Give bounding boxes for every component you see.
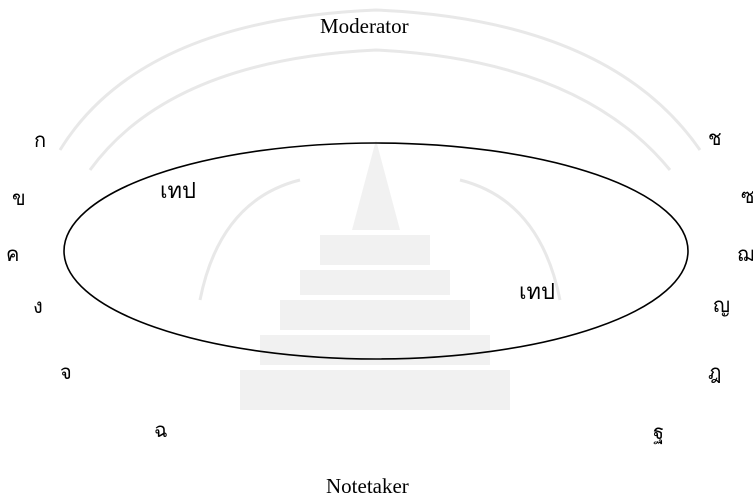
recorder-label-bottom: เทป [519, 280, 555, 305]
participant-left-4: ง [33, 294, 43, 318]
participant-left-6: ฉ [154, 418, 168, 442]
participant-left-2: ข [12, 186, 26, 210]
participant-left-3: ค [6, 242, 20, 266]
recorder-label-top: เทป [160, 179, 196, 204]
participant-left-1: ก [34, 128, 47, 152]
participant-right-1: ช [708, 126, 722, 150]
participant-left-5: จ [60, 360, 72, 384]
participant-right-2: ซ [741, 186, 753, 206]
participant-right-3: ฌ [737, 244, 753, 264]
participant-right-6: ฐ [653, 420, 665, 444]
moderator-label: Moderator [320, 14, 409, 38]
participant-right-5: ฎ [708, 360, 722, 384]
participant-right-4: ญ [713, 293, 731, 317]
notetaker-label: Notetaker [326, 474, 409, 498]
